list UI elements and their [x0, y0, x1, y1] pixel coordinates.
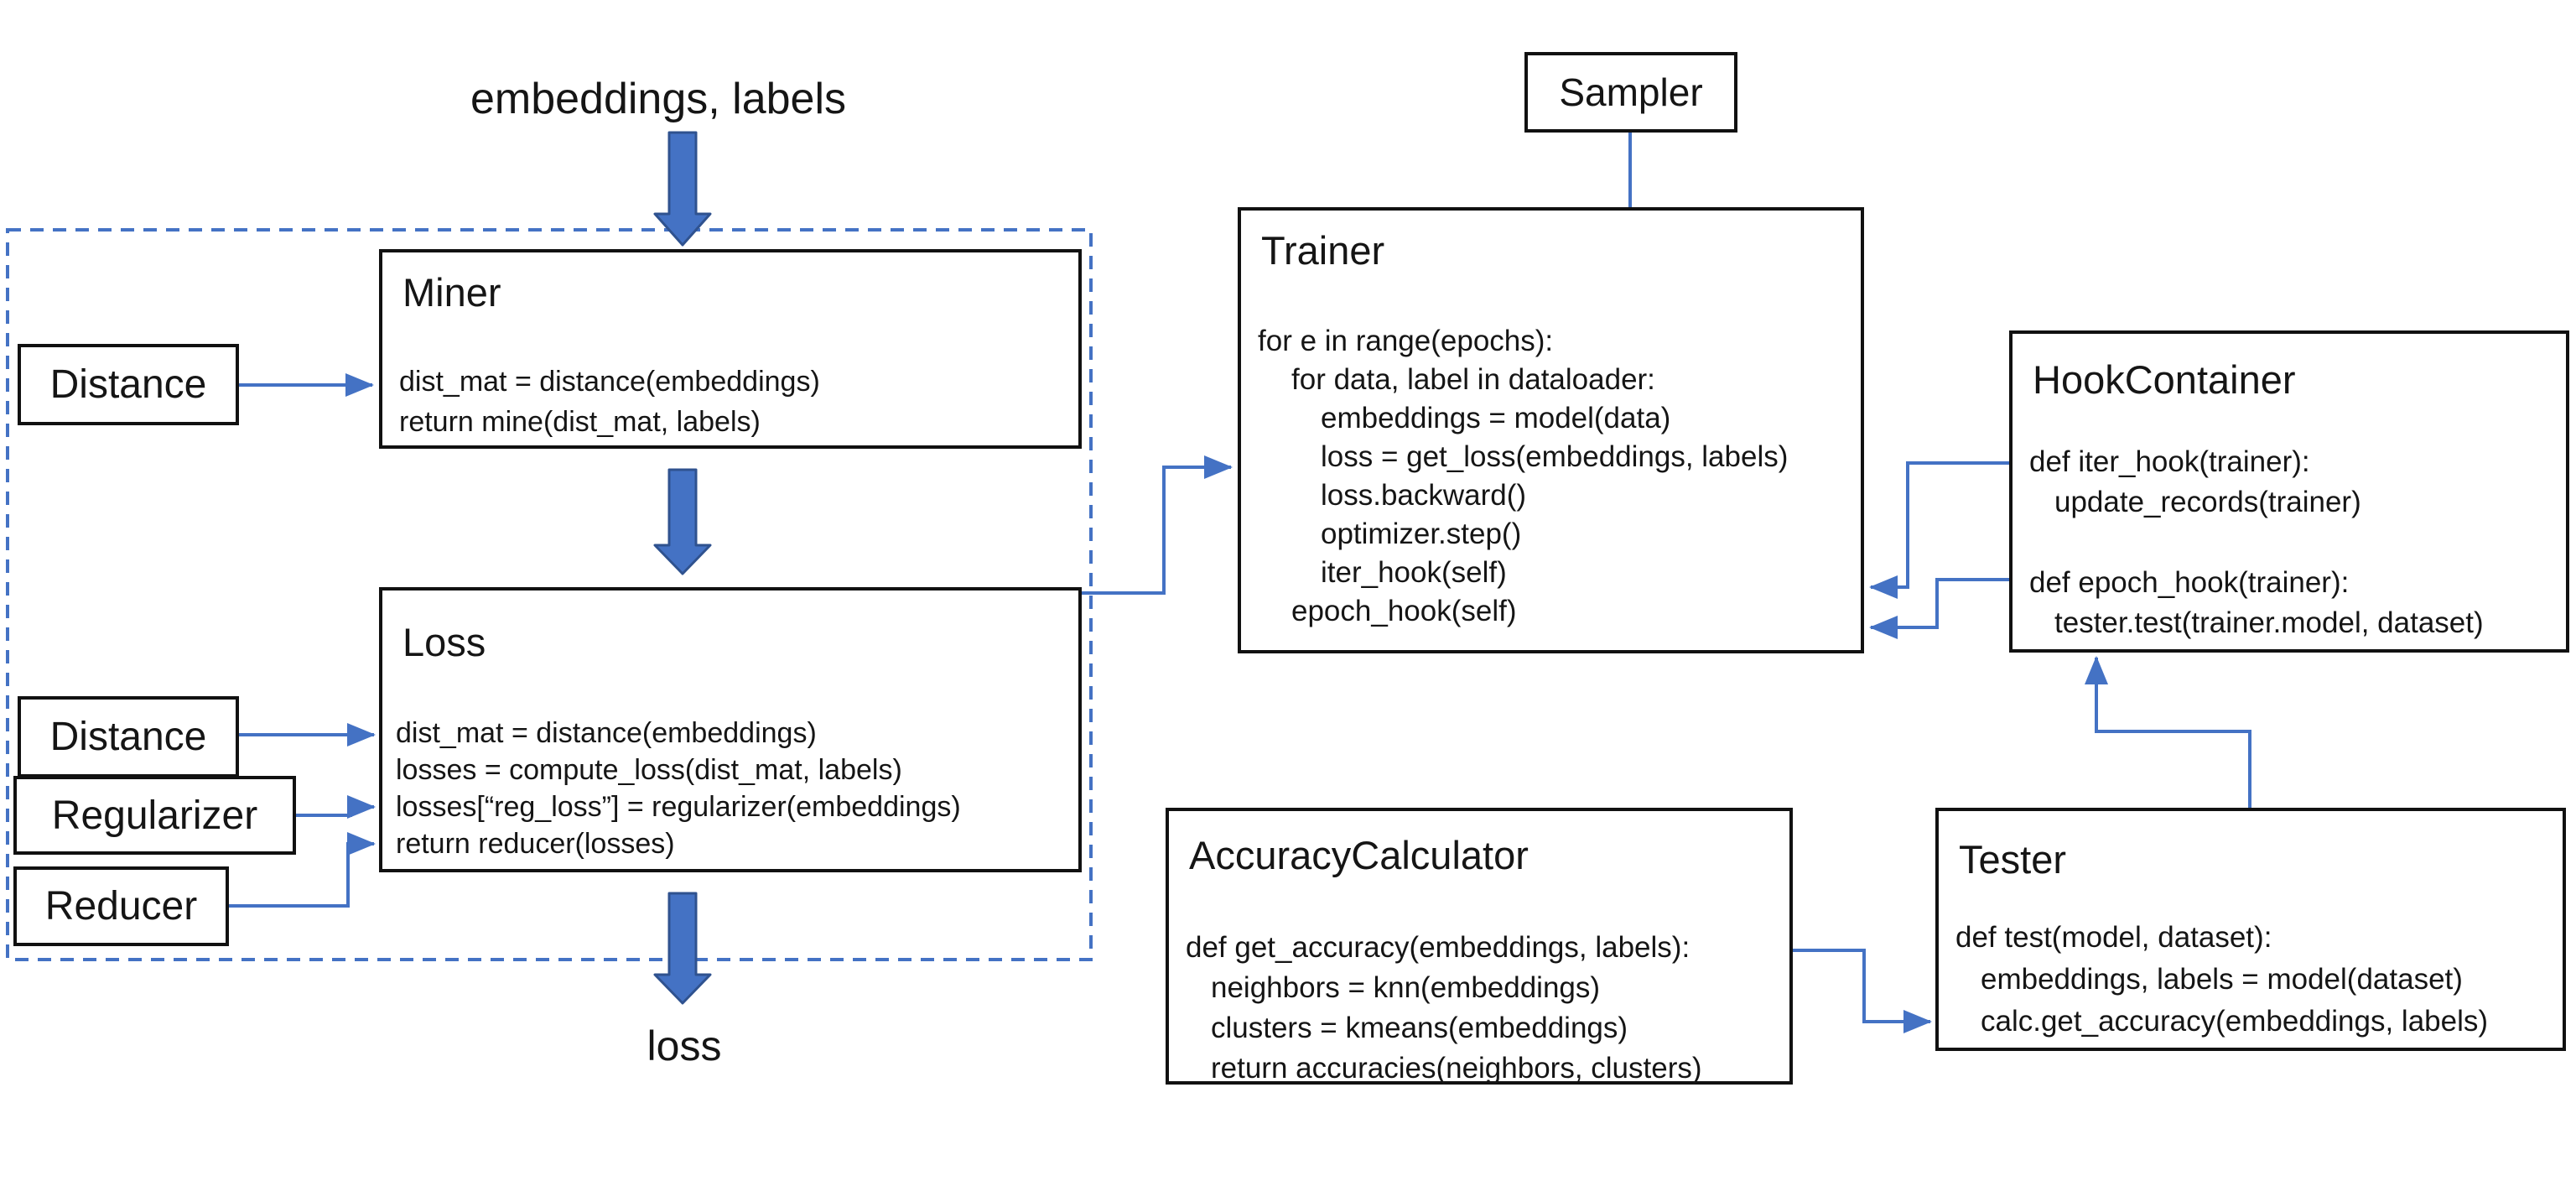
code-line: dist_mat = distance(embeddings): [396, 717, 817, 749]
tester-code: def test(model, dataset): embeddings, la…: [1955, 917, 2488, 1043]
code-line: for e in range(epochs):: [1258, 325, 1554, 357]
distance-top-box: Distance: [18, 344, 239, 425]
tester-to-hookcontainer-arrow: [2085, 656, 2251, 808]
code-line: return mine(dist_mat, labels): [399, 406, 761, 438]
reducer-box: Reducer: [13, 866, 229, 946]
input-label: embeddings, labels: [470, 75, 847, 123]
reducer-to-loss-arrow: [229, 832, 376, 908]
loss-box: Loss: [379, 587, 1082, 872]
tester-box: Tester: [1935, 808, 2566, 1051]
hook-container-box: HookContainer: [2009, 330, 2569, 653]
code-line: def get_accuracy(embeddings, labels):: [1186, 931, 1690, 964]
distance-bottom-label: Distance: [49, 715, 207, 759]
sampler-label: Sampler: [1559, 70, 1703, 114]
code-line: epoch_hook(self): [1291, 595, 1517, 627]
tester-title: Tester: [1959, 837, 2066, 882]
code-line: iter_hook(self): [1321, 556, 1507, 589]
code-line: for data, label in dataloader:: [1291, 363, 1655, 396]
trainer-title: Trainer: [1261, 228, 1385, 273]
hook-container-title: HookContainer: [2033, 357, 2296, 402]
accuracy-calculator-code: def get_accuracy(embeddings, labels): ne…: [1186, 928, 1702, 1089]
regularizer-label: Regularizer: [51, 793, 258, 838]
code-line: clusters = kmeans(embeddings): [1211, 1012, 1628, 1044]
code-line: [2029, 523, 2484, 563]
output-label: loss: [647, 1022, 722, 1069]
loss-to-output-thick-arrow: [653, 892, 712, 1005]
regularizer-box: Regularizer: [13, 776, 296, 855]
loss-to-trainer-arrow: [1082, 455, 1233, 595]
code-line: embeddings = model(data): [1321, 402, 1671, 434]
code-line: loss.backward(): [1321, 479, 1527, 512]
reducer-label: Reducer: [44, 884, 198, 929]
code-line: return accuracies(neighbors, clusters): [1211, 1052, 1702, 1085]
trainer-code: for e in range(epochs): for data, label …: [1258, 322, 1788, 631]
loss-code: dist_mat = distance(embeddings) losses =…: [396, 715, 961, 862]
accuracy-calculator-title: AccuracyCalculator: [1189, 833, 1529, 877]
code-line: neighbors = knn(embeddings): [1211, 971, 1601, 1004]
code-line: update_records(trainer): [2054, 486, 2361, 518]
loss-title: Loss: [402, 620, 486, 664]
code-line: dist_mat = distance(embeddings): [399, 366, 820, 398]
hook-epoch-to-trainer-arrow: [1869, 578, 2009, 639]
loss-group-dashed-border: [6, 228, 1093, 961]
code-line: def epoch_hook(trainer):: [2029, 566, 2350, 599]
code-line: losses = compute_loss(dist_mat, labels): [396, 754, 902, 786]
code-line: def iter_hook(trainer):: [2029, 445, 2310, 478]
code-line: tester.test(trainer.model, dataset): [2054, 606, 2484, 639]
code-line: calc.get_accuracy(embeddings, labels): [1981, 1005, 2489, 1038]
miner-title: Miner: [402, 270, 501, 315]
code-line: losses[“reg_loss”] = regularizer(embeddi…: [396, 791, 961, 823]
code-line: embeddings, labels = model(dataset): [1981, 963, 2463, 996]
distance-bottom-box: Distance: [18, 696, 239, 778]
distance-top-label: Distance: [49, 362, 207, 407]
regularizer-to-loss-arrow: [296, 795, 376, 819]
sampler-box: Sampler: [1524, 52, 1737, 133]
accuracy-to-tester-arrow: [1793, 949, 1932, 1033]
hook-container-code: def iter_hook(trainer): update_records(t…: [2029, 442, 2484, 643]
hook-iter-to-trainer-arrow: [1869, 461, 2009, 599]
code-line: optimizer.step(): [1321, 518, 1522, 550]
miner-to-loss-thick-arrow: [653, 468, 712, 575]
miner-box: Miner: [379, 249, 1082, 449]
accuracy-calculator-box: AccuracyCalculator: [1166, 808, 1793, 1085]
code-line: return reducer(losses): [396, 828, 675, 860]
code-line: def test(model, dataset):: [1955, 921, 2272, 954]
input-to-miner-thick-arrow: [653, 131, 712, 247]
trainer-box: Trainer: [1238, 207, 1864, 653]
miner-code: dist_mat = distance(embeddings) return m…: [399, 362, 820, 442]
code-line: loss = get_loss(embeddings, labels): [1321, 440, 1789, 473]
